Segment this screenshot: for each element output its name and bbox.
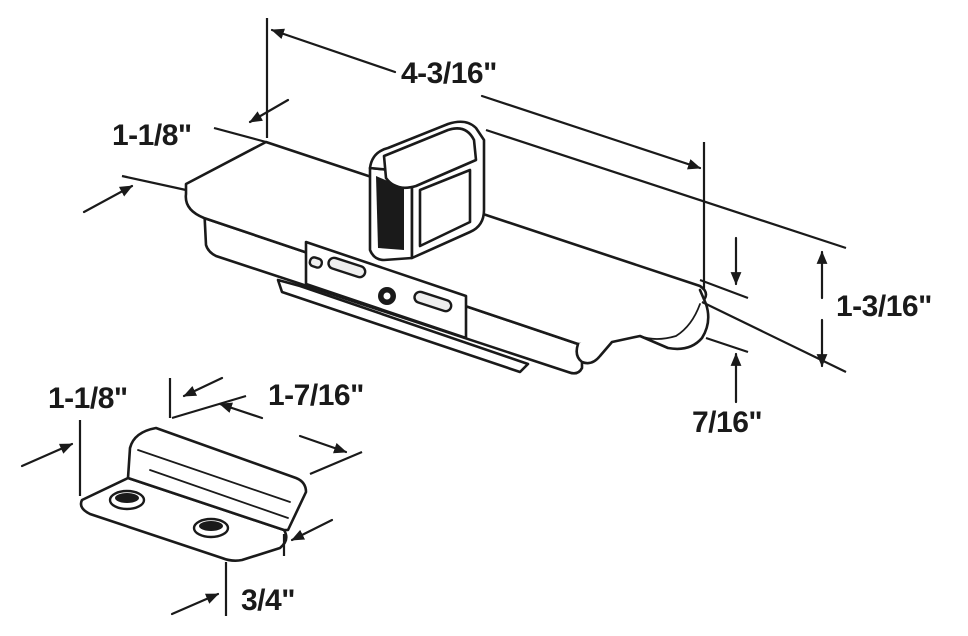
strike-keeper — [79, 426, 308, 562]
latch-lower-bracket — [276, 278, 530, 374]
slot-icon — [308, 256, 453, 313]
label-latch-height: 1-3/16" — [836, 290, 932, 323]
dimension-lines — [20, 18, 847, 616]
label-latch-length: 4-3/16" — [401, 57, 497, 90]
label-keeper-depth: 3/4" — [241, 584, 295, 617]
sliding-latch — [184, 120, 710, 375]
keeper-raised-step — [126, 426, 308, 532]
label-keeper-length: 1-7/16" — [268, 379, 364, 412]
label-latch-width: 1-1/8" — [112, 119, 192, 152]
screw-icon — [378, 287, 396, 305]
mounting-hole-icon — [108, 489, 230, 539]
label-latch-lip: 7/16" — [692, 406, 763, 439]
latch-knob — [368, 120, 486, 262]
label-keeper-width: 1-1/8" — [48, 382, 128, 415]
